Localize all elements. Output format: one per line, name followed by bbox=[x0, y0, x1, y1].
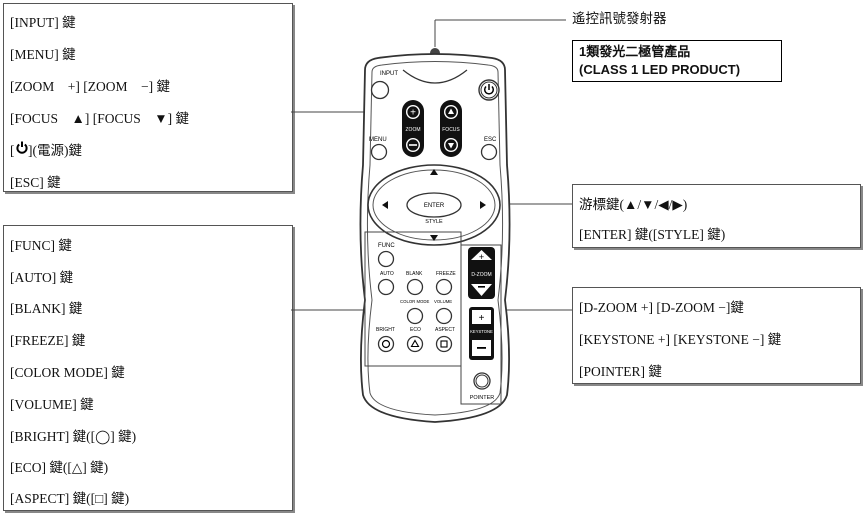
freeze-key-label: [FREEZE] 鍵 bbox=[10, 333, 86, 348]
svg-text:+: + bbox=[410, 108, 416, 119]
esc-text: ESC bbox=[484, 137, 497, 143]
menu-text: MENU bbox=[369, 137, 387, 143]
aspect-text: ASPECT bbox=[435, 327, 455, 333]
style-text: STYLE bbox=[425, 219, 443, 225]
func-key-label: [FUNC] 鍵 bbox=[10, 238, 72, 253]
blank-button[interactable] bbox=[406, 278, 424, 296]
power-icon bbox=[483, 84, 495, 95]
freeze-button[interactable] bbox=[435, 278, 453, 296]
dzoom-text: D-ZOOM bbox=[471, 272, 491, 278]
down-arrow-icon bbox=[430, 235, 438, 241]
cursor-key-label: 游標鍵(▲/▼/◀/▶) bbox=[579, 197, 688, 212]
keystone-key-label: [KEYSTONE +] [KEYSTONE −] 鍵 bbox=[579, 332, 782, 347]
volume-key-label: [VOLUME] 鍵 bbox=[10, 397, 94, 412]
auto-text: AUTO bbox=[380, 271, 394, 277]
bright-key-label: [BRIGHT] 鍵([◯] 鍵) bbox=[10, 429, 137, 444]
enter-key-label: [ENTER] 鍵([STYLE] 鍵) bbox=[579, 227, 726, 242]
eco-button[interactable] bbox=[406, 335, 424, 353]
freeze-text: FREEZE bbox=[436, 271, 456, 277]
ir-emitter-label: 遙控訊號發射器 bbox=[572, 11, 667, 26]
blank-key-label: [BLANK] 鍵 bbox=[10, 301, 83, 316]
up-arrow-icon bbox=[430, 169, 438, 175]
class1-led-chinese: 1類發光二極管產品 bbox=[579, 44, 691, 59]
volume-text: VOLUME bbox=[434, 299, 452, 304]
aspect-button[interactable] bbox=[435, 335, 453, 353]
class1-led-english: (CLASS 1 LED PRODUCT) bbox=[579, 62, 741, 77]
enter-text: ENTER bbox=[424, 203, 445, 209]
eco-text: ECO bbox=[410, 327, 421, 333]
enter-button[interactable] bbox=[406, 192, 462, 218]
esc-button[interactable] bbox=[480, 143, 498, 161]
input-text: INPUT bbox=[380, 71, 398, 77]
esc-key-label: [ESC] 鍵 bbox=[10, 175, 61, 190]
cursor-key-list: 游標鍵(▲/▼/◀/▶) [ENTER] 鍵([STYLE] 鍵) bbox=[572, 184, 861, 248]
menu-key-label: [MENU] 鍵 bbox=[10, 47, 76, 62]
eco-key-label: [ECO] 鍵([△] 鍵) bbox=[10, 460, 109, 475]
colormode-text: COLOR MODE bbox=[400, 299, 429, 304]
focus-key-label: [FOCUS ▲] [FOCUS ▼] 鍵 bbox=[10, 111, 189, 126]
bright-text: BRIGHT bbox=[376, 327, 395, 333]
left-arrow-icon bbox=[382, 201, 388, 209]
func-button[interactable] bbox=[377, 250, 395, 268]
top-left-key-list: [INPUT] 鍵 [MENU] 鍵 [ZOOM +] [ZOOM −] 鍵 [… bbox=[3, 3, 293, 192]
volume-button[interactable] bbox=[435, 307, 453, 325]
bottom-left-key-list: [FUNC] 鍵 [AUTO] 鍵 [BLANK] 鍵 [FREEZE] 鍵 [… bbox=[3, 225, 293, 511]
bright-button[interactable] bbox=[377, 335, 395, 353]
power-key-label: [ ](電源)鍵 bbox=[10, 141, 82, 158]
input-button[interactable] bbox=[370, 80, 390, 100]
svg-text:+: + bbox=[479, 252, 484, 262]
aspect-key-label: [ASPECT] 鍵([□] 鍵) bbox=[10, 491, 130, 506]
zoom-key-label: [ZOOM +] [ZOOM −] 鍵 bbox=[10, 79, 170, 94]
func-text: FUNC bbox=[378, 243, 395, 249]
right-arrow-icon bbox=[480, 201, 486, 209]
menu-button[interactable] bbox=[370, 143, 388, 161]
zoom-text: ZOOM bbox=[406, 127, 421, 133]
focus-text: FOCUS bbox=[442, 127, 460, 133]
auto-button[interactable] bbox=[377, 278, 395, 296]
svg-text:+: + bbox=[479, 313, 485, 324]
colormode-key-label: [COLOR MODE] 鍵 bbox=[10, 365, 125, 380]
colormode-button[interactable] bbox=[406, 307, 424, 325]
input-key-label: [INPUT] 鍵 bbox=[10, 15, 76, 30]
keystone-text: KEYSTONE bbox=[470, 329, 493, 334]
dzoom-keystone-list: [D-ZOOM +] [D-ZOOM −]鍵 [KEYSTONE +] [KEY… bbox=[572, 287, 861, 384]
pointer-key-label: [POINTER] 鍵 bbox=[579, 364, 662, 379]
pointer-text: POINTER bbox=[470, 395, 494, 401]
power-icon bbox=[16, 141, 28, 154]
auto-key-label: [AUTO] 鍵 bbox=[10, 270, 74, 285]
class1-led-label: 1類發光二極管產品 (CLASS 1 LED PRODUCT) bbox=[572, 40, 782, 82]
blank-text: BLANK bbox=[406, 271, 423, 277]
dzoom-key-label: [D-ZOOM +] [D-ZOOM −]鍵 bbox=[579, 300, 744, 315]
